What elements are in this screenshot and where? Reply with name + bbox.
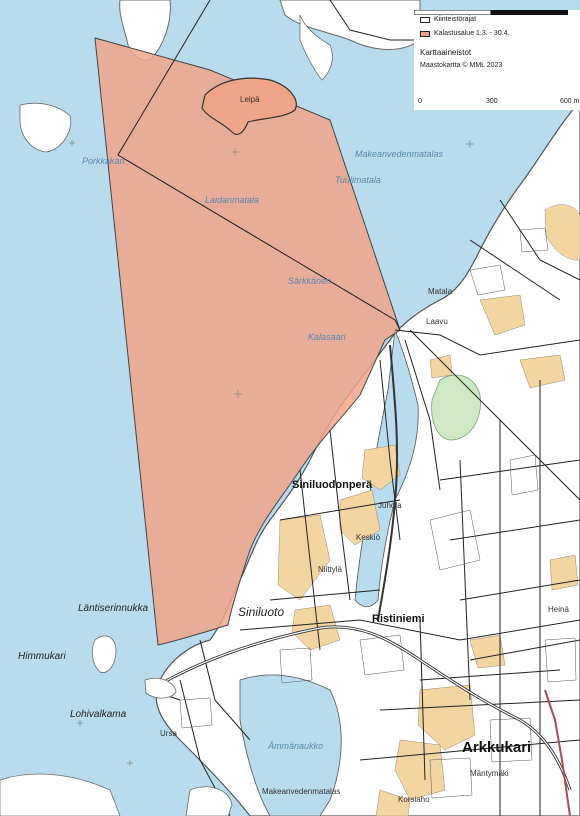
label-ursa: Ursa <box>160 729 177 738</box>
scale-label-300: 300 <box>486 98 498 105</box>
island-small <box>144 677 177 699</box>
fields <box>277 294 579 816</box>
label-kalasaari: Kalasaari <box>308 332 346 342</box>
scale-bar <box>414 10 568 15</box>
island-top <box>279 0 421 50</box>
island-top-small <box>299 14 333 81</box>
label-sarkkanen: Särkkänen <box>288 276 332 286</box>
legend-basemap-source: Maastokartta © MML 2023 <box>420 62 503 69</box>
island-west <box>19 102 72 153</box>
scale-label-600: 600 m <box>560 98 580 105</box>
label-tuulimatala: Tuulimatala <box>335 175 381 185</box>
legend-item-boundaries: Kiinteistörajat <box>420 16 476 23</box>
label-juhola: Juhola <box>378 501 402 510</box>
field-ne <box>544 204 580 261</box>
island-leipa <box>201 77 297 135</box>
shore-southwest <box>0 773 121 816</box>
road-north <box>377 344 399 621</box>
legend-swatch-boundaries <box>420 16 430 23</box>
railway <box>544 689 571 816</box>
legend-swatch-fishing-area <box>420 30 430 37</box>
label-niittyla: Niittylä <box>318 565 343 574</box>
label-lantiserinnukka: Läntiserinnukka <box>78 603 149 614</box>
island-himmukari <box>91 635 117 673</box>
label-mantymaki: Mäntymäki <box>470 769 509 778</box>
road-center <box>149 626 571 791</box>
scale-label-0: 0 <box>418 98 422 105</box>
label-matala: Matala <box>428 287 453 296</box>
label-laavu: Laavu <box>426 317 448 326</box>
label-heina: Heinä <box>548 605 569 614</box>
legend-item-fishing-area: Kalastusalue 1.3. - 30.4. <box>420 30 510 37</box>
island-south <box>185 786 233 816</box>
label-makeanvedenmatalas-south: Makeanvedenmatalas <box>262 787 341 796</box>
legend-label-fishing-area: Kalastusalue 1.3. - 30.4. <box>434 30 510 37</box>
property-boundaries <box>117 0 580 816</box>
legend-label-boundaries: Kiinteistörajat <box>434 16 477 23</box>
wetland <box>431 374 481 441</box>
label-makeanvedenmatalas: Makeanvedenmatalas <box>355 149 444 159</box>
bay-south <box>239 674 342 816</box>
legend-basemap-title-row: Karttaaineistot <box>420 48 471 57</box>
label-siniluodonpera: Siniluodonperä <box>292 479 373 491</box>
label-laidanmatala: Laidanmatala <box>205 195 260 205</box>
label-ammanaukko: Ämmänaukko <box>268 741 324 751</box>
label-leipa: Leipä <box>240 95 260 104</box>
label-lohivalkama: Lohivalkama <box>70 709 127 720</box>
label-siniluoto: Siniluoto <box>238 605 285 619</box>
label-keskio: Keskiö <box>356 533 381 542</box>
label-porkkakari: Porkkakari <box>82 156 125 166</box>
label-ristiniemi: Ristiniemi <box>372 613 425 625</box>
legend-basemap-source-row: Maastokartta © MML 2023 <box>420 62 502 69</box>
rock-symbols <box>69 140 474 766</box>
map-legend: Kiinteistörajat Kalastusalue 1.3. - 30.4… <box>414 10 580 110</box>
label-korsiaho: Korsiaho <box>398 795 430 804</box>
legend-basemap-title: Karttaaineistot <box>420 48 472 57</box>
label-himmukari: Himmukari <box>18 651 66 662</box>
fishing-area <box>94 37 401 646</box>
label-arkkukari: Arkkukari <box>462 739 532 756</box>
